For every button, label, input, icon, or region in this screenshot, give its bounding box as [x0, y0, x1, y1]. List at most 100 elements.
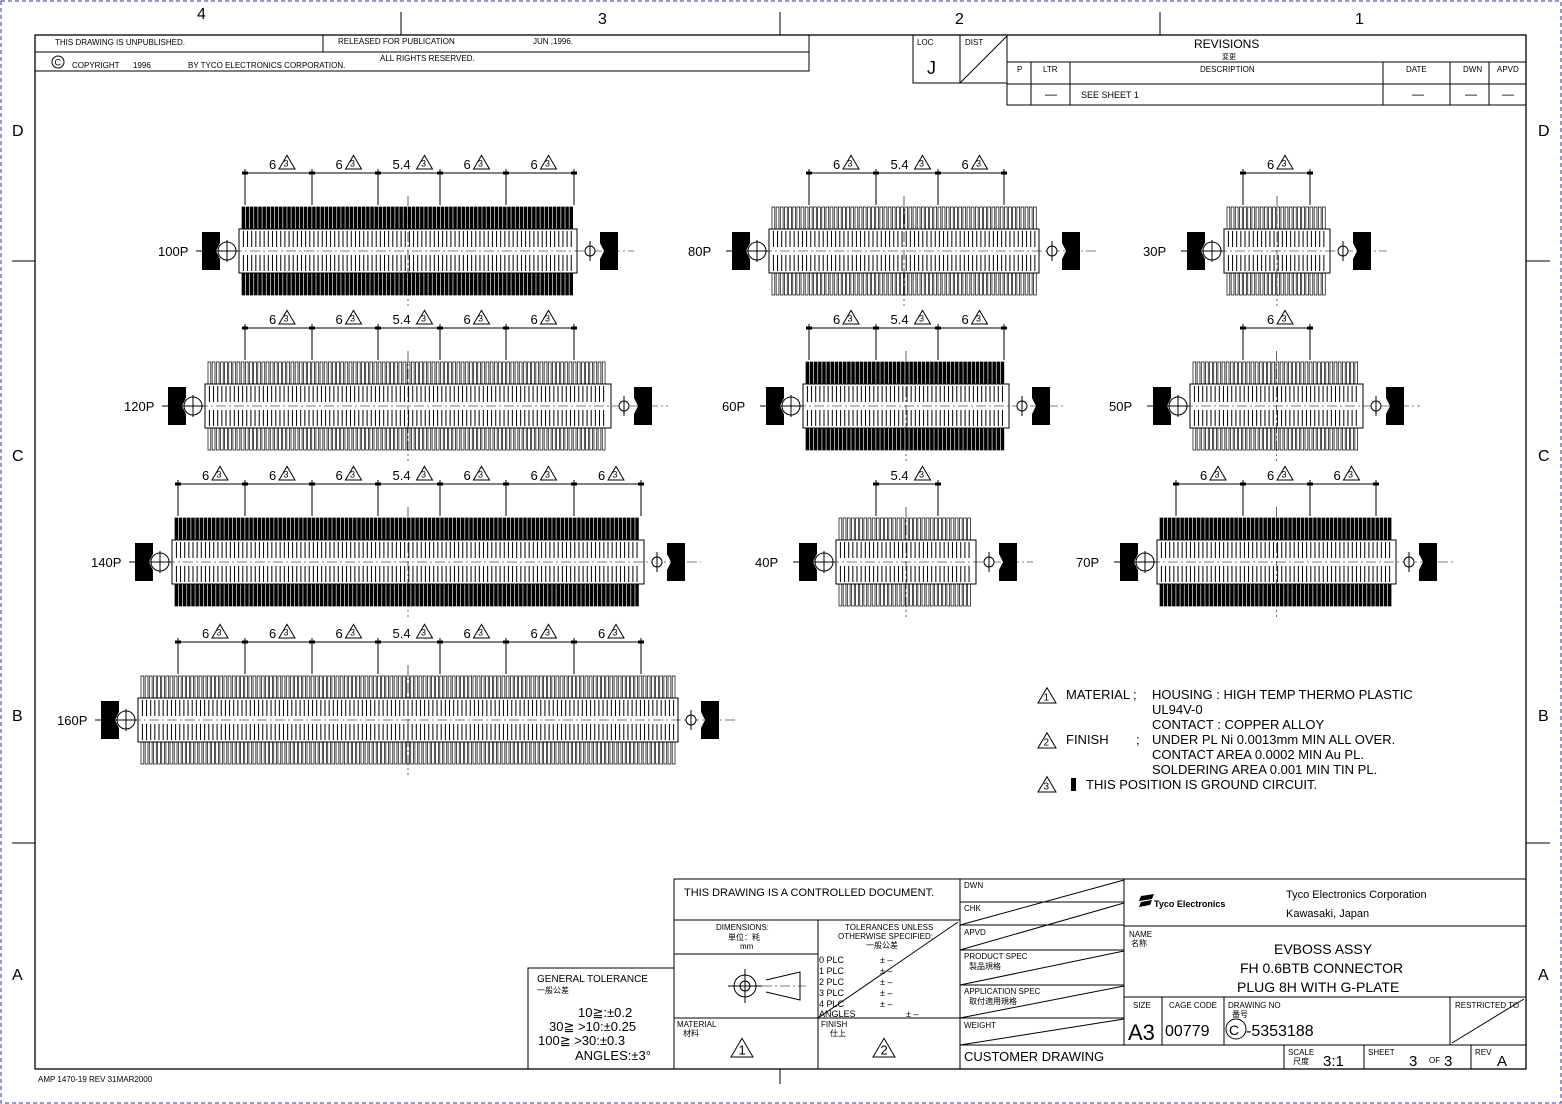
- contact-pin: [1313, 272, 1318, 296]
- contact-pin: [245, 427, 249, 451]
- contact-pin: [941, 272, 946, 296]
- contact-pin: [395, 206, 399, 230]
- contact-pin: [875, 583, 880, 607]
- contact-pin: [224, 517, 228, 541]
- contact-pin: [1196, 517, 1201, 541]
- contact-pin: [472, 675, 477, 699]
- contact-pin: [913, 361, 918, 385]
- contact-pin: [398, 361, 403, 385]
- contact-pin: [157, 675, 161, 699]
- note-3-line-1: THIS POSITION IS GROUND CIRCUIT.: [1086, 777, 1317, 792]
- contact-pin: [481, 583, 486, 607]
- contact-pin: [555, 741, 560, 765]
- pitch-dimension: 6: [833, 312, 840, 327]
- contact-pin: [1024, 206, 1029, 230]
- contact-pin: [369, 361, 374, 385]
- zone-row-d-left: D: [12, 123, 24, 140]
- note-2-line-2: CONTACT AREA 0.0002 MIN Au PL.: [1152, 747, 1364, 762]
- name-label-jp: 名称: [1131, 938, 1147, 948]
- contact-pin: [369, 517, 374, 541]
- contact-pin: [1272, 206, 1276, 230]
- contact-pin: [373, 741, 377, 765]
- contact-pin: [635, 517, 639, 541]
- contact-pin: [228, 583, 233, 607]
- contact-pin: [556, 427, 560, 451]
- contact-pin: [258, 272, 262, 296]
- tol-4-plc: 4 PLC: [819, 999, 845, 1009]
- contact-pin: [564, 427, 569, 451]
- contact-pin: [236, 741, 240, 765]
- contact-pin: [556, 583, 560, 607]
- contact-pin: [984, 427, 988, 451]
- contact-pin: [228, 361, 232, 385]
- contact-pin: [552, 583, 556, 607]
- contact-pin: [854, 272, 859, 296]
- contact-pin: [373, 583, 378, 607]
- contact-pin: [252, 741, 257, 765]
- contact-pin: [173, 741, 178, 765]
- contact-pin: [283, 206, 287, 230]
- contact-pin: [863, 583, 868, 607]
- note-3-triangle-icon: [344, 623, 363, 639]
- contact-pin: [369, 427, 374, 451]
- contact-pin: [1333, 427, 1338, 451]
- contact-pin: [219, 741, 224, 765]
- contact-pin: [290, 675, 294, 699]
- contact-pin: [867, 272, 871, 296]
- contact-pin: [884, 427, 888, 451]
- g-plate-right: [999, 543, 1017, 581]
- contact-pin: [921, 517, 926, 541]
- contact-pin: [896, 272, 900, 296]
- contact-pin: [190, 741, 194, 765]
- contact-pin: [1192, 517, 1197, 541]
- tol-1-plc: 1 PLC: [819, 966, 845, 976]
- contact-pin: [1296, 583, 1301, 607]
- contact-pin: [469, 517, 473, 541]
- contact-pin: [348, 741, 352, 765]
- contact-pin: [855, 583, 859, 607]
- contact-pin: [493, 741, 497, 765]
- contact-pin: [1246, 517, 1251, 541]
- contact-pin: [514, 583, 519, 607]
- contact-pin: [411, 272, 416, 296]
- contact-pin: [900, 206, 904, 230]
- contact-pin: [996, 427, 1001, 451]
- contact-pin: [203, 583, 208, 607]
- contact-pin: [494, 361, 498, 385]
- contact-pin: [1354, 361, 1358, 385]
- contact-pin: [626, 583, 631, 607]
- contact-pin: [207, 517, 212, 541]
- contact-pin: [364, 741, 369, 765]
- contact-pin: [510, 741, 514, 765]
- contact-pin: [249, 361, 253, 385]
- contact-pin: [287, 272, 291, 296]
- contact-pin: [568, 517, 573, 541]
- contact-pin: [419, 361, 423, 385]
- contact-pin: [469, 272, 474, 296]
- contact-pin: [415, 272, 420, 296]
- contact-pin: [1288, 517, 1292, 541]
- contact-pin: [908, 272, 913, 296]
- contact-pin: [610, 583, 614, 607]
- contact-pin: [1229, 427, 1234, 451]
- contact-pin: [536, 272, 540, 296]
- contact-pin: [547, 361, 552, 385]
- note-triangle-number: 3: [350, 628, 355, 638]
- contact-pin: [563, 675, 568, 699]
- contact-pin: [1230, 206, 1235, 230]
- tolerances-line-1: TOLERANCES UNLESS: [845, 923, 933, 932]
- contact-pin: [1033, 206, 1037, 230]
- contact-pin: [402, 361, 407, 385]
- contact-pin: [846, 583, 851, 607]
- pitch-dimension: 6: [531, 157, 538, 172]
- note-triangle-number: 3: [350, 314, 355, 324]
- contact-pin: [451, 675, 456, 699]
- contact-pin: [1362, 583, 1367, 607]
- contact-pin: [863, 427, 868, 451]
- contact-pin: [212, 583, 216, 607]
- contact-pin: [294, 675, 298, 699]
- contact-pin: [1350, 361, 1354, 385]
- contact-pin: [490, 517, 494, 541]
- contact-pin: [440, 361, 444, 385]
- contact-pin: [464, 361, 469, 385]
